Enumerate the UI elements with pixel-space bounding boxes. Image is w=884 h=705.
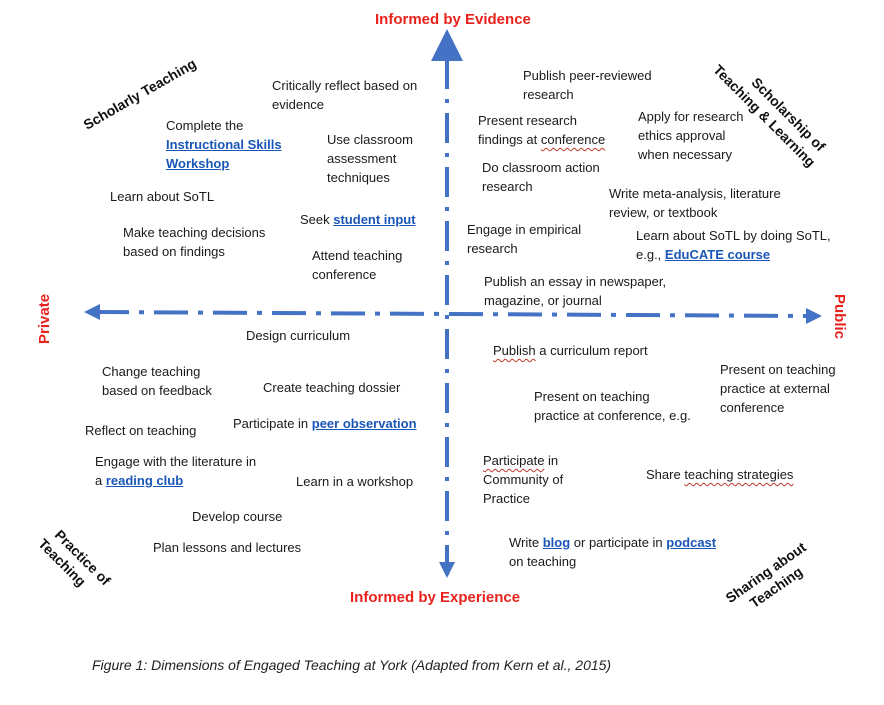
item-present-research: Present research findings at conference	[478, 113, 606, 147]
item-attend-conference: Attend teaching conference	[312, 248, 403, 282]
item-present-external: Present on teaching practice at external…	[720, 362, 836, 415]
item-share-strategies: Share teaching strategies	[646, 467, 794, 482]
arrow-left-icon	[84, 304, 100, 320]
item-plan-lessons: Plan lessons and lectures	[153, 540, 302, 555]
item-teaching-decisions: Make teaching decisions based on finding…	[123, 225, 266, 259]
link-workshop[interactable]: Workshop	[166, 156, 230, 171]
axis-label-top: Informed by Evidence	[375, 11, 531, 28]
item-ethics-approval: Apply for research ethics approval when …	[638, 109, 744, 162]
item-reading-club: Engage with the literature in a reading …	[95, 454, 257, 488]
item-peer-observation: Participate in peer observation	[233, 416, 417, 431]
link-podcast[interactable]: podcast	[666, 535, 717, 550]
item-workshop: Learn in a workshop	[296, 474, 414, 489]
arrow-right-icon	[806, 308, 822, 324]
axis-label-left: Private	[36, 293, 53, 344]
item-publish-peer-reviewed: Publish peer-reviewed research	[523, 68, 652, 102]
figure-caption: Figure 1: Dimensions of Engaged Teaching…	[92, 657, 612, 673]
item-critically-reflect: Critically reflect based on evidence	[272, 78, 418, 112]
item-develop-course: Develop course	[192, 509, 283, 524]
item-classroom-assessment: Use classroom assessment techniques	[327, 132, 413, 185]
item-publish-essay: Publish an essay in newspaper, magazine,…	[484, 274, 667, 308]
item-blog-podcast: Write blog or participate in podcast on …	[509, 535, 717, 569]
item-empirical-research: Engage in empirical research	[467, 222, 582, 256]
item-curriculum-report: Publish a curriculum report	[493, 343, 648, 358]
link-blog[interactable]: blog	[542, 535, 571, 550]
item-community-practice: Participate in Community of Practice	[483, 453, 564, 506]
item-seek-student-input: Seek student input	[300, 212, 416, 227]
link-reading-club[interactable]: reading club	[105, 473, 184, 488]
horizontal-axis	[94, 310, 811, 318]
item-meta-analysis: Write meta-analysis, literature review, …	[609, 186, 781, 220]
item-present-conference: Present on teaching practice at conferen…	[534, 389, 691, 423]
link-student-input[interactable]: student input	[333, 212, 416, 227]
arrow-down-icon	[439, 562, 455, 578]
item-learn-sotl-doing: Learn about SoTL by doing SoTL, e.g., Ed…	[636, 228, 831, 262]
item-learn-sotl: Learn about SoTL	[110, 189, 215, 204]
item-classroom-action: Do classroom action research	[482, 160, 600, 194]
axis-label-bottom: Informed by Experience	[350, 589, 521, 606]
axis-label-right: Public	[831, 294, 848, 340]
item-complete-isw: Complete the Instructional Skills Worksh…	[166, 118, 282, 171]
item-change-teaching: Change teaching based on feedback	[102, 364, 212, 398]
link-educate-course[interactable]: EduCATE course	[664, 247, 771, 262]
link-peer-observation[interactable]: peer observation	[311, 416, 417, 431]
link-instructional-skills-workshop[interactable]: Instructional Skills	[166, 137, 282, 152]
item-design-curriculum: Design curriculum	[246, 328, 351, 343]
item-teaching-dossier: Create teaching dossier	[263, 380, 401, 395]
item-reflect-teaching: Reflect on teaching	[85, 423, 197, 438]
